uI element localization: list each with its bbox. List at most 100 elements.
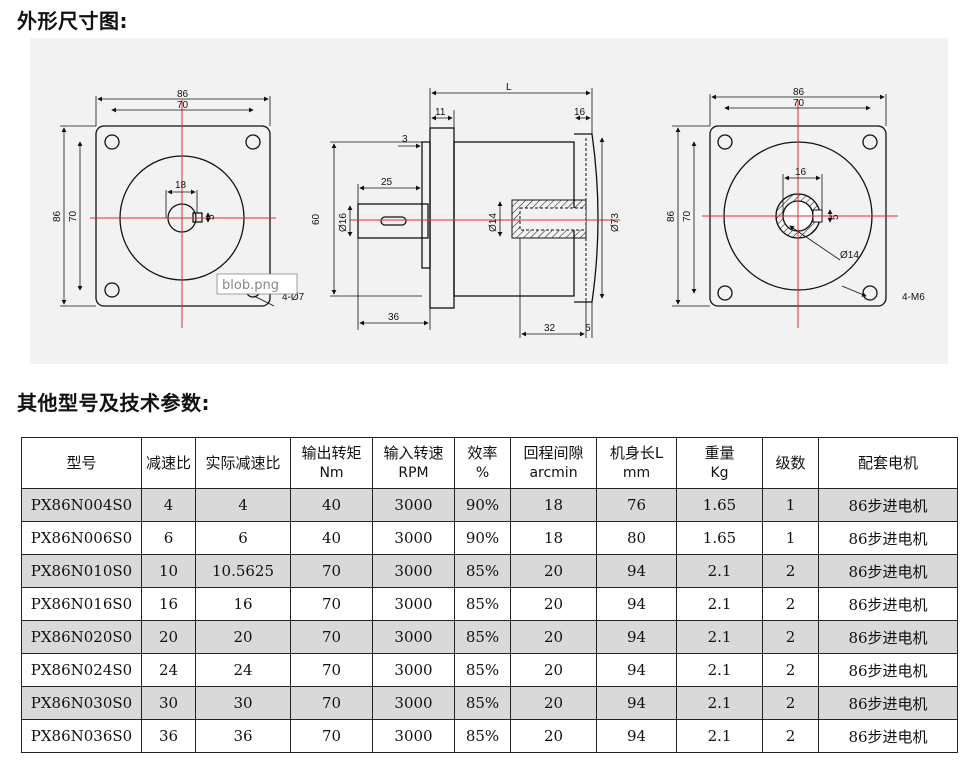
table-cell: 2.1 [676, 620, 763, 654]
table-cell: PX86N024S0 [21, 653, 142, 687]
table-cell: 18 [510, 521, 597, 555]
table-cell: 2 [762, 620, 819, 654]
side-dim-3: 3 [402, 134, 408, 145]
table-cell: 40 [290, 521, 373, 555]
table-cell: 1.65 [676, 488, 763, 522]
table-cell: 94 [596, 653, 677, 687]
table-cell: 3000 [372, 587, 455, 621]
table-cell: 94 [596, 719, 677, 753]
front-flange-outline [95, 125, 271, 307]
side-dim-body: Ø73 [610, 213, 621, 232]
table-cell: 70 [290, 719, 373, 753]
dimension-drawing: 86 70 86 70 18 5 4-Ø7 blob.png [30, 38, 948, 364]
models-heading: 其他型号及技术参数: [17, 391, 210, 415]
table-cell: 80 [596, 521, 677, 555]
table-cell: 20 [510, 620, 597, 654]
table-cell: PX86N010S0 [21, 554, 142, 588]
table-cell: 85% [454, 719, 511, 753]
rear-hole-br [862, 285, 878, 301]
table-cell: 86步进电机 [818, 554, 958, 588]
table-cell: 3000 [372, 488, 455, 522]
side-dim-60: 60 [311, 213, 322, 225]
table-cell: 2.1 [676, 554, 763, 588]
table-cell: 2.1 [676, 686, 763, 720]
side-dim-32: 32 [544, 323, 556, 334]
table-cell: 3000 [372, 554, 455, 588]
table-cell: 70 [290, 686, 373, 720]
dimension-drawing-heading: 外形尺寸图: [17, 9, 128, 33]
table-cell: 94 [596, 587, 677, 621]
table-cell: 24 [195, 653, 291, 687]
table-cell: 90% [454, 488, 511, 522]
table-cell: 94 [596, 554, 677, 588]
front-dim-5: 5 [206, 214, 217, 220]
table-cell: PX86N020S0 [21, 620, 142, 654]
col-header: 实际减速比 [195, 437, 291, 489]
col-header: 效率% [454, 437, 511, 489]
side-dim-bore: Ø14 [488, 213, 499, 232]
col-header: 减速比 [141, 437, 196, 489]
table-cell: 6 [141, 521, 196, 555]
table-cell: 70 [290, 653, 373, 687]
table-cell: 70 [290, 620, 373, 654]
front-dim-70: 70 [177, 100, 189, 111]
table-cell: 4 [195, 488, 291, 522]
table-cell: 2.1 [676, 719, 763, 753]
table-cell: PX86N004S0 [21, 488, 142, 522]
col-header: 配套电机 [818, 437, 958, 489]
rear-dim-bore: Ø14 [840, 250, 859, 261]
table-cell: 2 [762, 554, 819, 588]
rear-dim-86-v: 86 [666, 210, 677, 222]
table-cell: PX86N030S0 [21, 686, 142, 720]
front-dim-86: 86 [177, 89, 189, 100]
rear-dim-70-v: 70 [682, 210, 693, 222]
table-cell: 20 [510, 587, 597, 621]
table-cell: 86步进电机 [818, 653, 958, 687]
table-cell: 3000 [372, 521, 455, 555]
technical-drawing-svg: 86 70 86 70 18 5 4-Ø7 blob.png [52, 82, 925, 338]
table-cell: 20 [510, 554, 597, 588]
rear-hole-bl [717, 285, 733, 301]
side-flange [429, 127, 455, 309]
rear-dim-5: 5 [830, 214, 841, 220]
side-output-shaft [357, 203, 429, 239]
table-cell: 3000 [372, 620, 455, 654]
watermark-box [216, 273, 298, 295]
table-cell: 3000 [372, 686, 455, 720]
table-cell: 86步进电机 [818, 488, 958, 522]
side-dim-L: L [506, 82, 512, 93]
table-cell: 2 [762, 686, 819, 720]
table-cell: PX86N016S0 [21, 587, 142, 621]
side-dim-25: 25 [381, 177, 393, 188]
table-cell: 10 [141, 554, 196, 588]
table-cell: 24 [141, 653, 196, 687]
rear-dim-16: 16 [795, 167, 807, 178]
table-cell: 10.5625 [195, 554, 291, 588]
table-cell: 85% [454, 587, 511, 621]
table-cell: 2.1 [676, 587, 763, 621]
rear-centerlines [702, 100, 898, 328]
table-cell: 85% [454, 554, 511, 588]
table-cell: 90% [454, 521, 511, 555]
front-dim-70-v: 70 [68, 210, 79, 222]
side-keyway [380, 216, 407, 226]
table-cell: PX86N006S0 [21, 521, 142, 555]
side-dim-5: 5 [585, 323, 591, 334]
table-cell: 1.65 [676, 521, 763, 555]
table-cell: 18 [510, 488, 597, 522]
side-dim-36: 36 [388, 312, 400, 323]
table-cell: 86步进电机 [818, 521, 958, 555]
table-cell: 30 [141, 686, 196, 720]
side-pilot-step [421, 141, 431, 269]
table-cell: 85% [454, 653, 511, 687]
front-hole-tr [245, 134, 261, 150]
